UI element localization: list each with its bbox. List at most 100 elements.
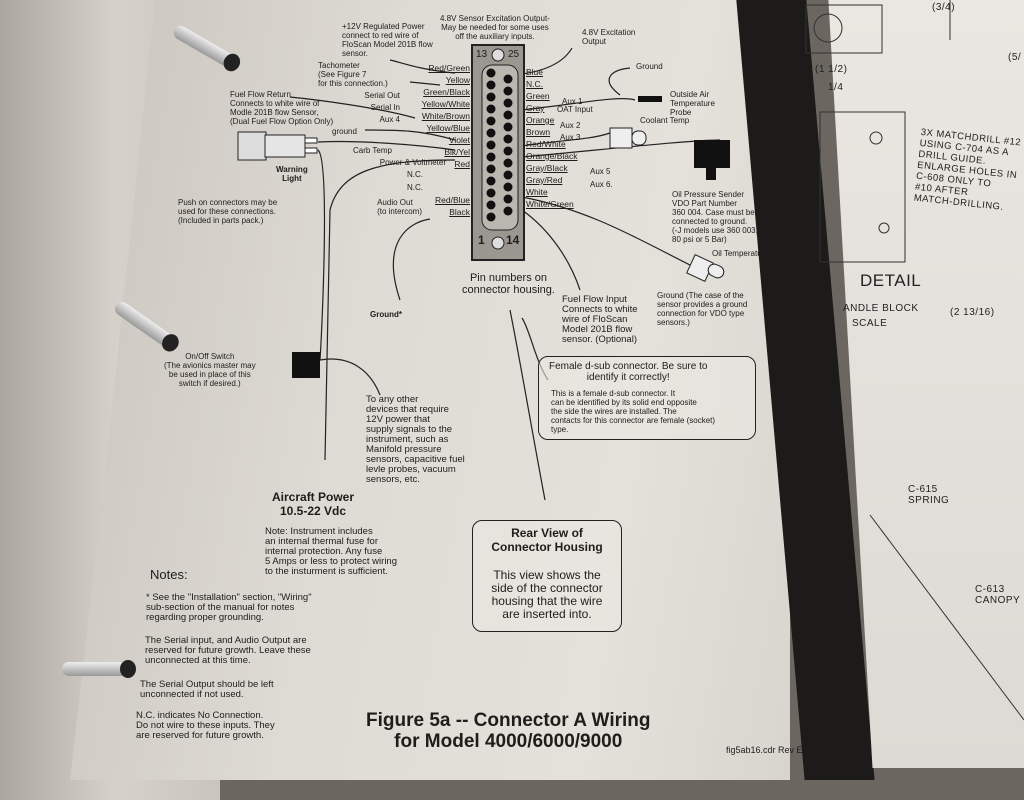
wire-color-label: White (526, 187, 548, 197)
detail-label: DETAIL (860, 271, 922, 290)
other-devices-callout: To any other devices that require 12V po… (366, 394, 465, 485)
aux4-label: Aux 4 (379, 115, 400, 124)
warning-light-icon (237, 131, 318, 161)
female-connector-box: Female d-sub connector. Be sure to ident… (538, 356, 756, 440)
female-box-title: Female d-sub connector. Be sure to ident… (549, 361, 708, 383)
oil-temp-sensor-icon (686, 254, 725, 282)
aircraft-power-label: Aircraft Power 10.5-22 Vdc (272, 490, 355, 518)
coolant-sensor-icon (609, 127, 647, 149)
serial-out-label: Serial Out (364, 91, 400, 100)
wire-color-label: Yellow/Blue (426, 123, 470, 133)
pin-number-13: 13 (476, 49, 488, 60)
pin-number-1: 1 (478, 233, 485, 247)
wire-color-label: Green/Black (423, 87, 470, 97)
pin (486, 80, 496, 90)
audio-out-label: Audio Out (to intercom) (377, 198, 422, 216)
wire-color-label: Red/Green (428, 63, 470, 73)
note-item: N.C. indicates No Connection. Do not wir… (136, 710, 275, 741)
spring-part-label: C-615 SPRING (908, 484, 950, 506)
figure-title: Figure 5a -- Connector A Wiring for Mode… (366, 710, 651, 752)
canopy-part-label: C-613 CANOPY (975, 584, 1021, 606)
wire-color-label: Red/White (526, 139, 566, 149)
pin (503, 110, 513, 120)
pin (486, 212, 496, 222)
pin (503, 194, 513, 204)
mounting-hole (491, 48, 505, 62)
scale-label: SCALE (852, 318, 888, 329)
wire-color-label: Orange/Black (526, 151, 578, 161)
wire-color-label: Gray/Black (526, 163, 568, 173)
wire-color-label: Blk/Yel (444, 147, 470, 157)
wire-color-label: Yellow (445, 75, 470, 85)
power-voltmeter-label: Power & Voltmeter (379, 158, 446, 167)
note-item: The Serial input, and Audio Output are r… (145, 635, 311, 666)
connector-pins (486, 68, 513, 222)
pin (503, 206, 513, 216)
pin (486, 188, 496, 198)
notes-heading: Notes: (150, 567, 188, 582)
pin (503, 182, 513, 192)
aux1-label: Aux 1 (562, 97, 583, 106)
pin (503, 146, 513, 156)
matchdrill-note: 3X MATCHDRILL #12 USING C-704 AS A DRILL… (913, 126, 1022, 213)
pin (486, 92, 496, 102)
pin (486, 128, 496, 138)
aux5-label: Aux 5 (590, 167, 611, 176)
ground-case-callout: Ground (The case of the sensor provides … (657, 291, 748, 327)
pin (503, 170, 513, 180)
pin-numbers-callout: Pin numbers on connector housing. (462, 272, 555, 296)
carb-temp-label: Carb Temp (353, 146, 392, 155)
ground-star-label: Ground* (370, 310, 402, 319)
sensor-excitation-callout: 4.8V Sensor Excitation Output- May be ne… (440, 14, 550, 41)
binder-ring (62, 660, 136, 678)
dimension-label: (5/ (1008, 52, 1022, 63)
coolant-temp-label: Coolant Temp (640, 116, 690, 125)
note-item: * See the "Installation" section, "Wirin… (146, 592, 312, 623)
female-box-body: This is a female d-sub connector. It can… (551, 389, 716, 434)
wire-color-label: Black (449, 207, 470, 217)
pin (486, 200, 496, 210)
rear-view-body: This view shows the side of the connecto… (491, 568, 603, 621)
pin (486, 116, 496, 126)
pin (503, 98, 513, 108)
tachometer-callout: Tachometer (See Figure 7 for this connec… (318, 61, 388, 88)
dimension-label: 1/4 (828, 82, 844, 93)
aux3-label: Aux 3 (560, 133, 581, 142)
wire-color-label: Violet (448, 135, 470, 145)
wire-color-label: Gray (526, 103, 545, 113)
rear-view-box: Rear View of Connector Housing This view… (472, 520, 622, 632)
oil-temp-label: Oil Temperature (712, 249, 769, 258)
push-on-connectors-note: Push on connectors may be used for these… (178, 198, 278, 225)
pin (503, 86, 513, 96)
pin (486, 176, 496, 186)
oil-pressure-sender-icon (694, 140, 730, 180)
wires (289, 47, 721, 501)
wire-color-label: Brown (526, 127, 551, 137)
handle-block-label: ANDLE BLOCK (843, 303, 919, 314)
wire-color-label: White/Brown (421, 111, 470, 121)
note-item: The Serial Output should be left unconne… (140, 679, 274, 700)
ground-label-top: Ground (636, 62, 663, 71)
oat-input-label: OAT Input (557, 105, 593, 114)
wire-color-label: Green (526, 91, 550, 101)
pin-number-14: 14 (506, 233, 520, 247)
pin (486, 140, 496, 150)
pin (503, 158, 513, 168)
nc-label: N.C. (407, 170, 423, 179)
blueprint-lines (805, 0, 1024, 721)
fuel-flow-return-callout: Fuel Flow Return Connects to white wire … (230, 90, 334, 126)
wire-color-label: Blue (526, 67, 544, 77)
wiring-diagram (237, 0, 1024, 721)
switch-icon (292, 352, 320, 378)
oat-probe-label: Outside Air Temperature Probe (670, 90, 715, 117)
warning-light-label: Warning Light (276, 165, 308, 183)
pin (486, 104, 496, 114)
wire-color-label: N.C. (526, 79, 543, 89)
figure-file-label: fig5ab16.cdr Rev E (726, 745, 803, 755)
wire-color-label: Orange (526, 115, 555, 125)
pin (486, 152, 496, 162)
wire-color-label: Red/Blue (435, 195, 470, 205)
pin-number-25: 25 (508, 49, 520, 60)
serial-in-label: Serial In (370, 103, 400, 112)
dimension-label: (3/4) (932, 2, 956, 13)
